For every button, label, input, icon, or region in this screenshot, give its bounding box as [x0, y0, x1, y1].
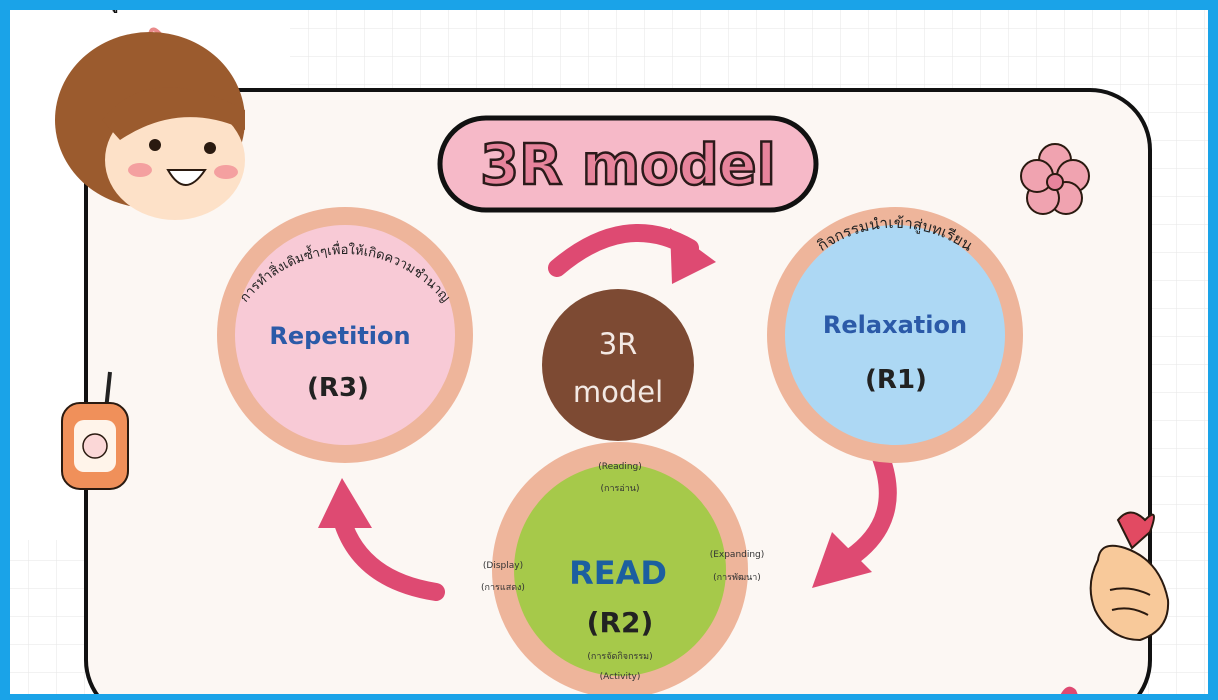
r1-name: Relaxation	[823, 311, 967, 339]
center-line1: 3R	[599, 327, 638, 361]
r1-node: กิจกรรมนำเข้าสู่บทเรียน Relaxation (R1)	[767, 207, 1023, 463]
r2-top-th: (การอ่าน)	[601, 484, 640, 494]
r2-right-en: (Expanding)	[710, 550, 765, 560]
arrow-r2-to-r3	[318, 478, 445, 601]
center-line2: model	[573, 375, 663, 409]
r3-name: Repetition	[269, 322, 410, 350]
girl-face-icon	[55, 27, 245, 220]
title: 3R model	[480, 133, 776, 198]
r3-node: การทำสิ่งเดิมซ้ำๆเพื่อให้เกิดความชำนาญ R…	[217, 207, 473, 463]
bubble-tea-icon	[61, 371, 129, 490]
r2-top-en: (Reading)	[598, 462, 642, 472]
arrow-r1-to-r2	[812, 446, 897, 588]
r2-bottom-th: (การจัดกิจกรรม)	[587, 651, 652, 662]
r2-left-en: (Display)	[483, 561, 523, 571]
title-pill: 3R model	[437, 115, 819, 213]
grid-paper-left	[10, 540, 90, 700]
r2-code: (R2)	[587, 606, 654, 639]
r3-code: (R3)	[307, 373, 369, 403]
flower-icon	[1020, 143, 1090, 215]
center-node: 3R model	[542, 289, 694, 441]
r2-left-th: (การแสดง)	[481, 583, 525, 593]
r1-code: (R1)	[865, 365, 927, 395]
r2-right-th: (การพัฒนา)	[713, 573, 761, 583]
r2-node: (Reading) (การอ่าน) (Display) (การแสดง) …	[481, 442, 764, 698]
r2-bottom-en: (Activity)	[600, 672, 641, 682]
r2-name: READ	[569, 554, 667, 592]
arrow-r3-to-r1	[548, 223, 716, 284]
finger-heart-icon	[1089, 511, 1170, 642]
